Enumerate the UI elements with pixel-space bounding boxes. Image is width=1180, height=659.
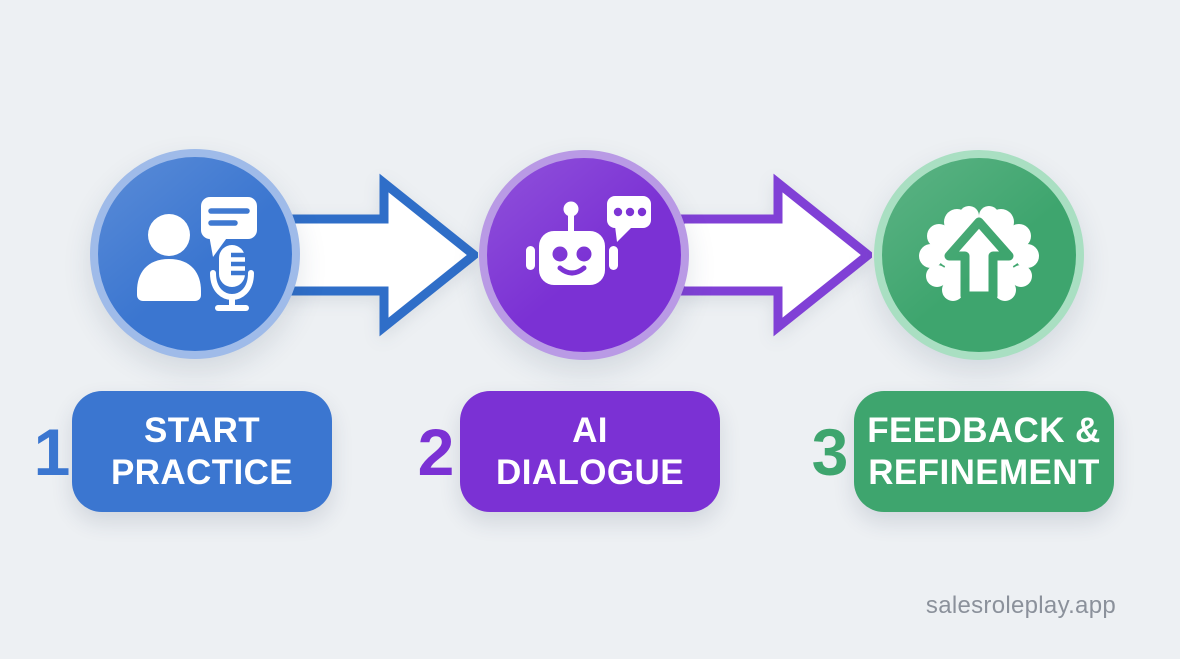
arrow-right-icon: [282, 173, 478, 337]
step1-label: START PRACTICE: [72, 391, 332, 512]
step2-circle: [479, 150, 689, 360]
arrow-right-icon: [676, 173, 872, 337]
step2-number: 2: [417, 415, 455, 489]
robot-chat-icon: [526, 196, 651, 285]
step3-label-line1: FEEDBACK &: [867, 410, 1101, 450]
step2-label-line1: AI: [572, 410, 608, 450]
step2-label-line2: DIALOGUE: [496, 452, 684, 492]
step3-label: FEEDBACK & REFINEMENT: [854, 391, 1114, 512]
watermark: salesroleplay.app: [925, 592, 1116, 619]
brain-improvement-icon: [919, 206, 1039, 301]
step1-label-line2: PRACTICE: [110, 452, 294, 492]
person-speech-microphone-icon: [137, 197, 257, 311]
step1-number: 1: [33, 415, 71, 489]
step3-circle: [874, 150, 1084, 360]
step1-circle: [90, 149, 300, 359]
step2-label: AI DIALOGUE: [460, 391, 720, 512]
step3-label-line2: REFINEMENT: [868, 452, 1100, 492]
step3-number: 3: [811, 415, 849, 489]
step1-label-line1: START: [143, 410, 261, 450]
